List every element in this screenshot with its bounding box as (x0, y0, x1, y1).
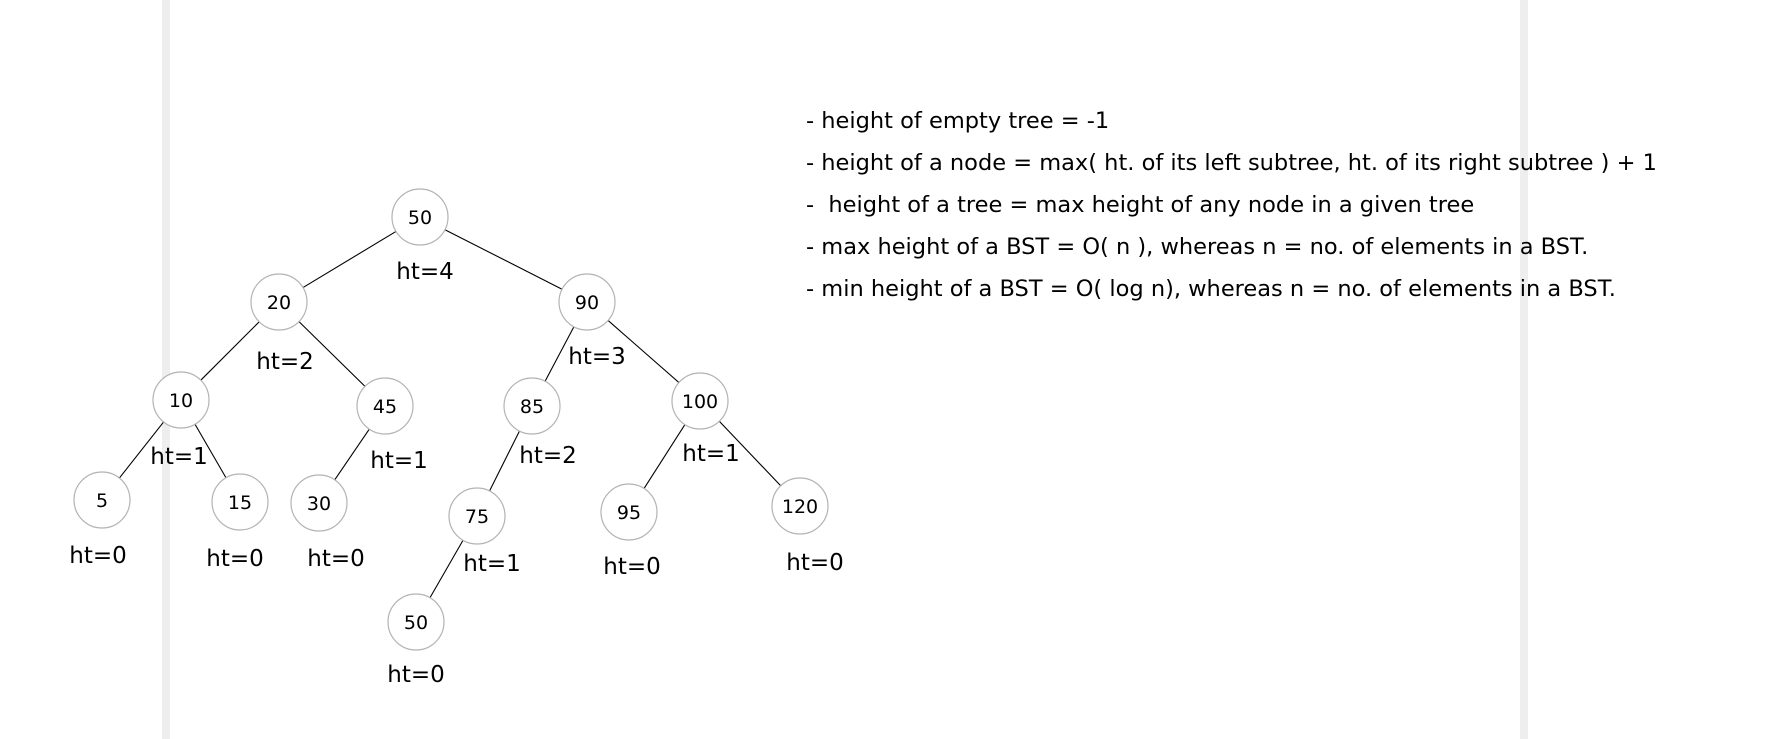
tree-node-n75: 75 ht=1 (448, 487, 521, 577)
page-edge-left (162, 0, 170, 739)
node-circle (771, 477, 829, 535)
node-circle (211, 473, 269, 531)
tree-node-n85: 85 ht=2 (503, 377, 577, 469)
tree-edge-n90-n85 (544, 326, 575, 382)
tree-node-n10: 10 ht=1 (150, 371, 210, 470)
tree-edge-n20-n45 (298, 321, 366, 387)
node-circle (152, 371, 210, 429)
tree-node-n30: 30 ht=0 (290, 474, 365, 572)
node-height-label: ht=0 (786, 550, 844, 576)
node-circle (387, 593, 445, 651)
node-value: 100 (682, 391, 718, 413)
tree-edge-n75-n50b (429, 539, 464, 599)
note-max-bst-height: - max height of a BST = O( n ), whereas … (806, 234, 1589, 260)
node-value: 30 (307, 493, 331, 515)
tree-node-n120: 120 ht=0 (771, 477, 844, 576)
node-value: 50 (404, 612, 428, 634)
node-value: 120 (782, 496, 818, 518)
node-height-label: ht=1 (370, 448, 428, 474)
node-circle (250, 273, 308, 331)
node-height-label: ht=0 (387, 662, 445, 688)
tree-node-n90: 90 ht=3 (558, 273, 626, 370)
tree-node-n15: 15 ht=0 (206, 473, 269, 572)
note-tree-height: - height of a tree = max height of any n… (806, 192, 1475, 218)
tree-edge-n85-n75 (489, 430, 520, 492)
node-height-label: ht=0 (206, 546, 264, 572)
tree-nodes: 50 ht=4 20 ht=2 90 ht=3 10 ht=1 45 ht=1 85 ht=2 100 h… (69, 188, 844, 688)
node-value: 15 (228, 492, 252, 514)
node-height-label: ht=0 (69, 543, 127, 569)
note-empty-tree-height: - height of empty tree = -1 (806, 108, 1110, 134)
node-value: 85 (520, 396, 544, 418)
tree-node-n45: 45 ht=1 (356, 377, 428, 474)
tree-node-n50b: 50 ht=0 (387, 593, 445, 688)
node-value: 45 (373, 396, 397, 418)
node-height-label: ht=2 (256, 349, 314, 375)
tree-node-n100: 100 ht=1 (671, 372, 740, 467)
node-height-label: ht=2 (519, 443, 577, 469)
node-circle (391, 188, 449, 246)
node-circle (503, 377, 561, 435)
node-value: 95 (617, 502, 641, 524)
tree-edge-n45-n30 (334, 428, 370, 481)
node-value: 50 (408, 207, 432, 229)
node-circle (73, 471, 131, 529)
node-height-label: ht=1 (463, 551, 521, 577)
node-value: 5 (96, 490, 108, 512)
tree-edge-n90-n100 (607, 320, 680, 383)
tree-edge-n100-n120 (718, 420, 782, 487)
node-value: 75 (465, 506, 489, 528)
node-height-label: ht=0 (603, 554, 661, 580)
node-value: 10 (169, 390, 193, 412)
node-circle (671, 372, 729, 430)
node-circle (558, 273, 616, 331)
node-height-label: ht=0 (307, 546, 365, 572)
node-height-label: ht=3 (568, 344, 626, 370)
height-notes: - height of empty tree = -1 - height of … (806, 100, 1657, 310)
bst-diagram: 50 ht=4 20 ht=2 90 ht=3 10 ht=1 45 ht=1 85 ht=2 100 h… (69, 188, 844, 688)
tree-node-n5: 5 ht=0 (69, 471, 131, 569)
node-value: 90 (575, 292, 599, 314)
tree-edge-n50-n90 (444, 229, 563, 290)
node-height-label: ht=1 (150, 444, 208, 470)
note-node-height: - height of a node = max( ht. of its lef… (806, 150, 1657, 176)
node-height-label: ht=4 (396, 259, 454, 285)
tree-edge-n20-n10 (200, 321, 260, 381)
node-value: 20 (267, 292, 291, 314)
node-height-label: ht=1 (682, 441, 740, 467)
tree-node-n50: 50 ht=4 (391, 188, 454, 285)
tree-edge-n10-n15 (194, 423, 227, 479)
tree-edges (118, 229, 782, 599)
tree-edge-n100-n95 (643, 424, 686, 489)
tree-edge-n10-n5 (118, 421, 165, 479)
tree-node-n95: 95 ht=0 (600, 483, 661, 580)
node-circle (356, 377, 414, 435)
node-circle (290, 474, 348, 532)
tree-edge-n50-n20 (302, 230, 397, 289)
note-min-bst-height: - min height of a BST = O( log n), where… (806, 276, 1616, 302)
node-circle (600, 483, 658, 541)
node-circle (448, 487, 506, 545)
page-edge-right (1520, 0, 1528, 739)
tree-node-n20: 20 ht=2 (250, 273, 314, 375)
